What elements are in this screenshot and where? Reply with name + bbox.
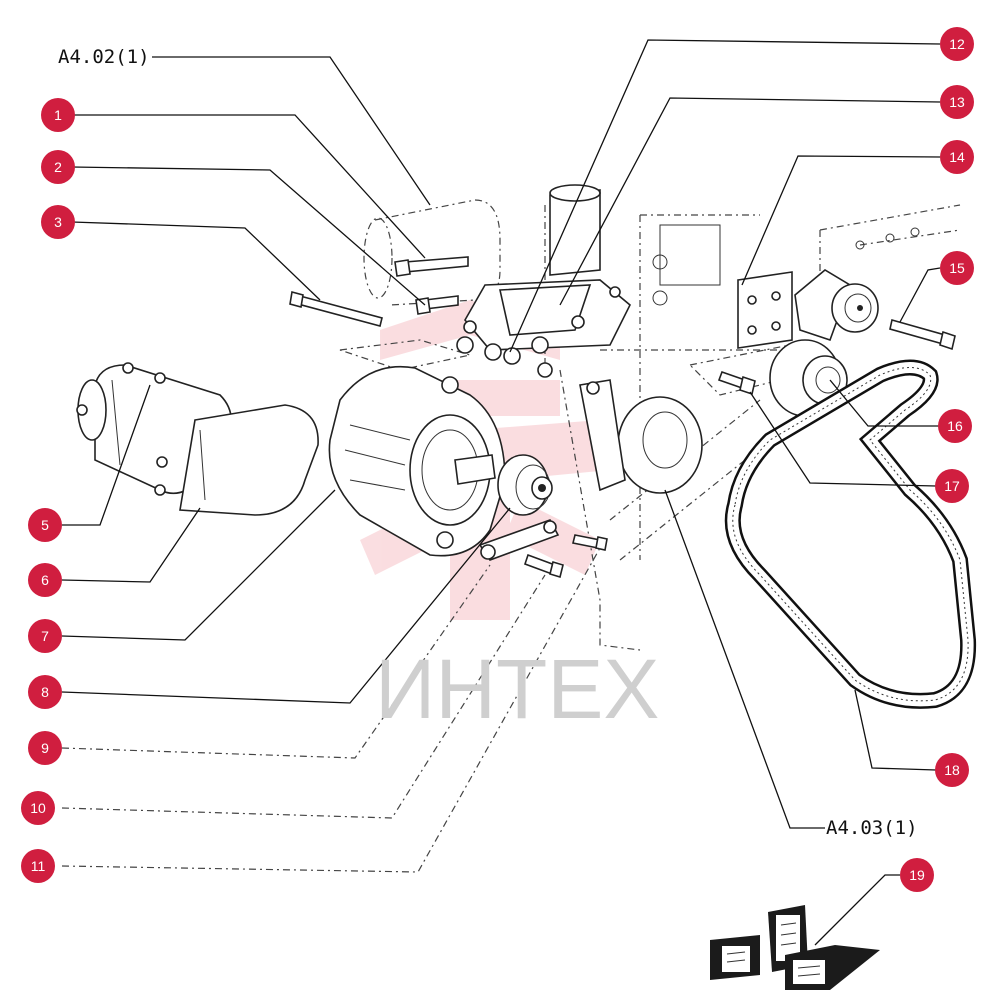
callout-13[interactable]: 13 [940,85,974,119]
callout-8[interactable]: 8 [28,675,62,709]
oil-filter-outline [363,199,501,306]
reference-a403: A4.03(1) [664,489,918,839]
callout-label: 9 [41,740,49,756]
callout-2[interactable]: 2 [41,150,75,184]
thermostat-housing [456,184,631,378]
callout-label: 16 [947,418,963,434]
callout-17[interactable]: 17 [935,469,969,503]
crankshaft-pulley [579,379,703,494]
drive-belt [724,359,977,709]
reference-label-a402: A4.02(1) [58,46,150,68]
callout-label: 14 [949,149,965,165]
callout-label: 8 [41,684,49,700]
callout-label: 17 [944,478,960,494]
callout-label: 7 [41,628,49,644]
bolt-17 [717,370,756,396]
callout-label: 12 [949,36,965,52]
bolt-3 [289,290,383,327]
leader-lines [61,39,942,946]
callout-16[interactable]: 16 [938,409,972,443]
tensioner-pulley [794,269,879,342]
callout-label: 15 [949,260,965,276]
callout-label: 19 [909,867,925,883]
starter-motor [76,362,319,516]
bolt-11 [572,534,608,551]
callout-5[interactable]: 5 [28,508,62,542]
callout-19[interactable]: 19 [900,858,934,892]
bolt-1 [394,256,469,277]
callout-14[interactable]: 14 [940,140,974,174]
callout-label: 6 [41,572,49,588]
callout-18[interactable]: 18 [935,753,969,787]
callout-1[interactable]: 1 [41,98,75,132]
kit-packages [710,905,880,990]
reference-a402: A4.02(1) [58,46,431,206]
callout-15[interactable]: 15 [940,251,974,285]
alternator [328,365,506,557]
bolt-10 [523,553,564,579]
callout-label: 5 [41,517,49,533]
callout-7[interactable]: 7 [28,619,62,653]
callout-10[interactable]: 10 [21,791,55,825]
reference-label-a403: A4.03(1) [826,817,918,839]
callout-label: 3 [54,214,62,230]
alternator-pulley [497,454,553,516]
adjusting-link [478,519,560,561]
callout-label: 10 [30,800,46,816]
callout-label: 1 [54,107,62,123]
callout-label: 2 [54,159,62,175]
callout-label: 13 [949,94,965,110]
callout-12[interactable]: 12 [940,27,974,61]
bolt-2 [415,295,459,315]
tensioner-bracket [737,271,793,349]
callout-3[interactable]: 3 [41,205,75,239]
callout-label: 11 [31,858,46,874]
callout-6[interactable]: 6 [28,563,62,597]
bolt-15 [889,318,956,351]
callout-11[interactable]: 11 [21,849,55,883]
callout-9[interactable]: 9 [28,731,62,765]
callout-label: 18 [944,762,960,778]
mounting-plane [339,339,471,371]
watermark-text: ИНТЕХ [375,642,659,736]
